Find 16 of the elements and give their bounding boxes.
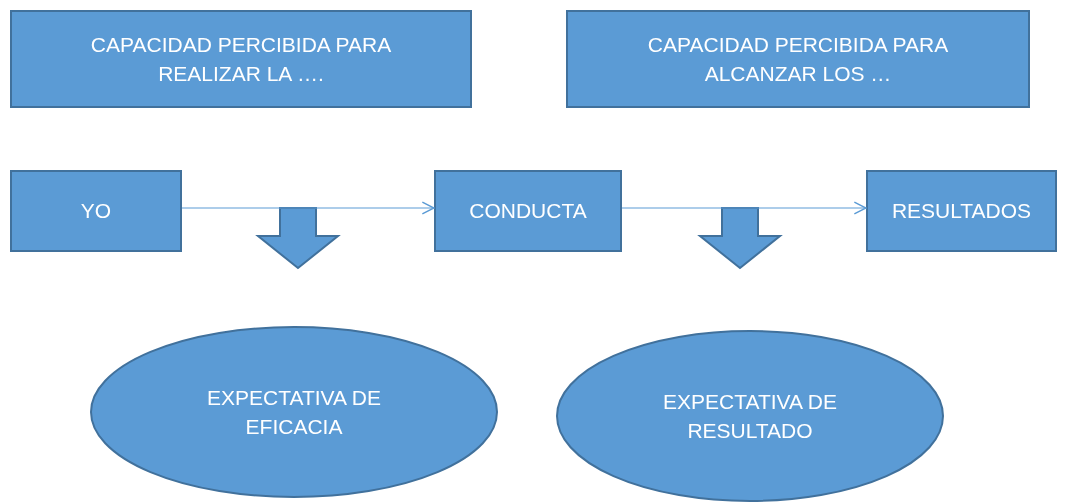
node-label: CONDUCTA	[468, 198, 588, 225]
arrow	[621, 201, 867, 215]
process-box	[10, 170, 182, 252]
process-box	[10, 10, 472, 108]
ellipse-node	[556, 330, 944, 502]
process-box	[566, 10, 1030, 108]
process-box	[434, 170, 622, 252]
node-label: RESULTADOS	[890, 198, 1033, 225]
arrow	[181, 201, 435, 215]
node-label: EXPECTATIVA DE EFICACIA	[206, 384, 382, 440]
node-label: YO	[79, 198, 113, 225]
process-box	[866, 170, 1057, 252]
node-label: CAPACIDAD PERCIBIDA PARA ALCANZAR LOS …	[646, 31, 950, 87]
node-label: EXPECTATIVA DE RESULTADO	[662, 388, 838, 444]
node-label: CAPACIDAD PERCIBIDA PARA REALIZAR LA ….	[89, 31, 393, 87]
ellipse-node	[90, 326, 498, 498]
